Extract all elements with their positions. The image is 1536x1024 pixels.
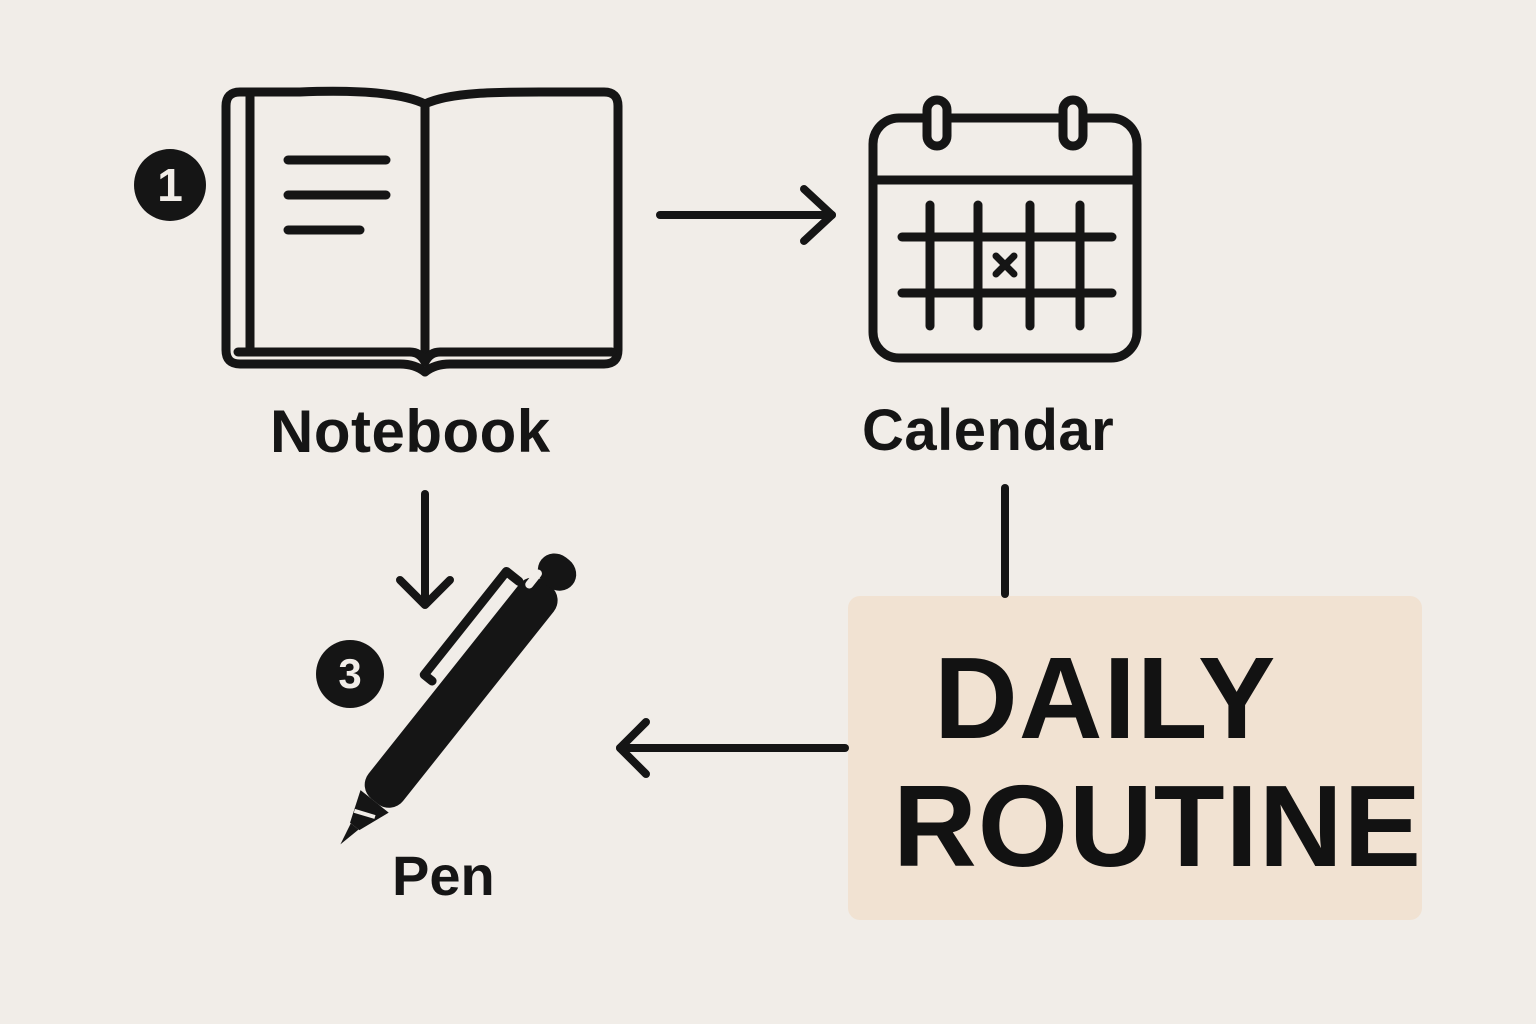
daily-routine-box: [848, 596, 1422, 920]
pen-label: Pen: [392, 844, 495, 907]
step-badge-1: 1: [134, 149, 206, 221]
daily-routine-line-2: ROUTINE: [893, 761, 1422, 891]
arrow-notebook-to-calendar: [656, 185, 836, 245]
notebook-icon: [221, 86, 623, 377]
pen-icon: [340, 553, 577, 845]
step-badge-1-number: 1: [157, 159, 183, 211]
calendar-label: Calendar: [862, 398, 1115, 463]
calendar-icon: [868, 95, 1142, 363]
notebook-label: Notebook: [270, 398, 551, 465]
daily-routine-line-1: DAILY: [934, 633, 1277, 763]
arrow-notebook-to-pen: [396, 490, 454, 609]
arrow-routine-to-pen: [616, 718, 849, 778]
step-badge-3: 3: [316, 640, 384, 708]
step-badge-3-number: 3: [338, 650, 362, 697]
